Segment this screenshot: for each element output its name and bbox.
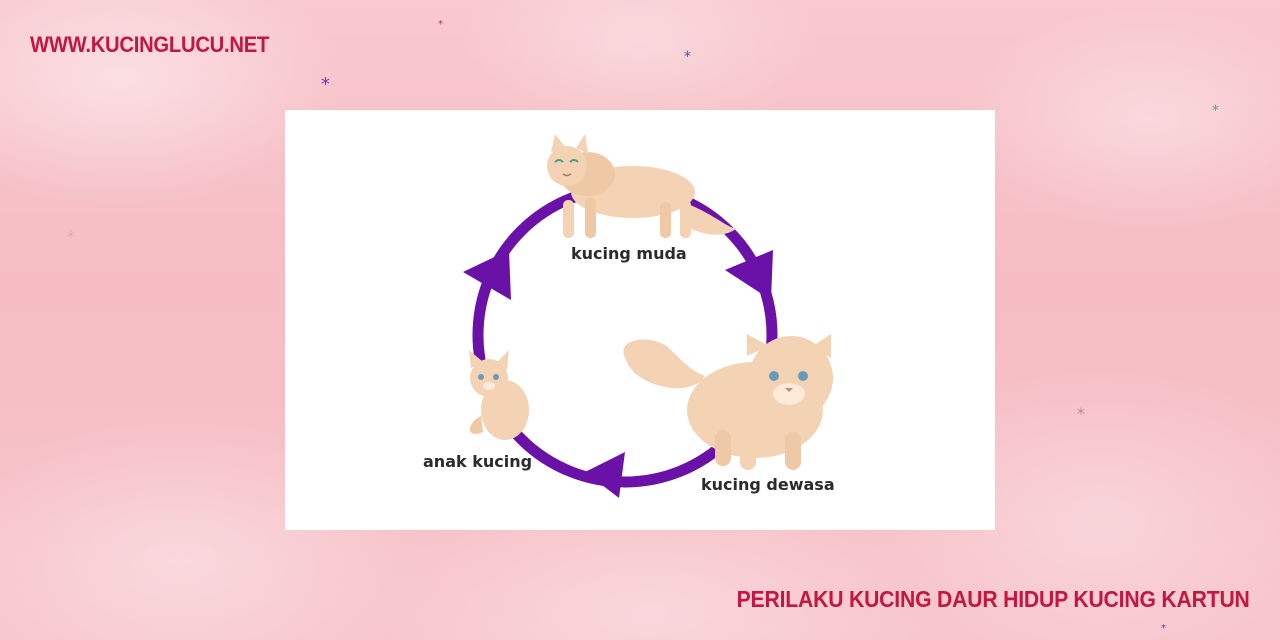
sparkle-icon: *: [684, 49, 691, 65]
sparkle-icon: *: [321, 74, 330, 95]
kitten-illustration: [469, 350, 529, 440]
page-title: PERILAKU KUCING DAUR HIDUP KUCING KARTUN: [736, 586, 1250, 612]
stage-label-kitten: anak kucing: [423, 452, 533, 471]
site-logo[interactable]: WWW.KUCINGLUCU.NET: [30, 32, 270, 57]
arrow-icon: [725, 250, 773, 300]
stage-label-young-cat: kucing muda: [571, 244, 687, 263]
adult-cat-illustration: [623, 334, 833, 470]
young-cat-illustration: [547, 134, 737, 238]
sparkle-icon: *: [67, 227, 75, 246]
arrow-icon: [585, 452, 625, 498]
sparkle-icon: *: [1161, 623, 1166, 634]
sparkle-icon: *: [438, 19, 443, 30]
sparkle-icon: *: [1212, 103, 1219, 119]
arrow-icon: [463, 250, 511, 300]
life-cycle-diagram: kucing muda anak kucing kucing dewasa: [285, 110, 995, 530]
stage-label-adult-cat: kucing dewasa: [701, 475, 835, 494]
life-cycle-illustration: [463, 134, 833, 498]
sparkle-icon: *: [1077, 404, 1085, 423]
